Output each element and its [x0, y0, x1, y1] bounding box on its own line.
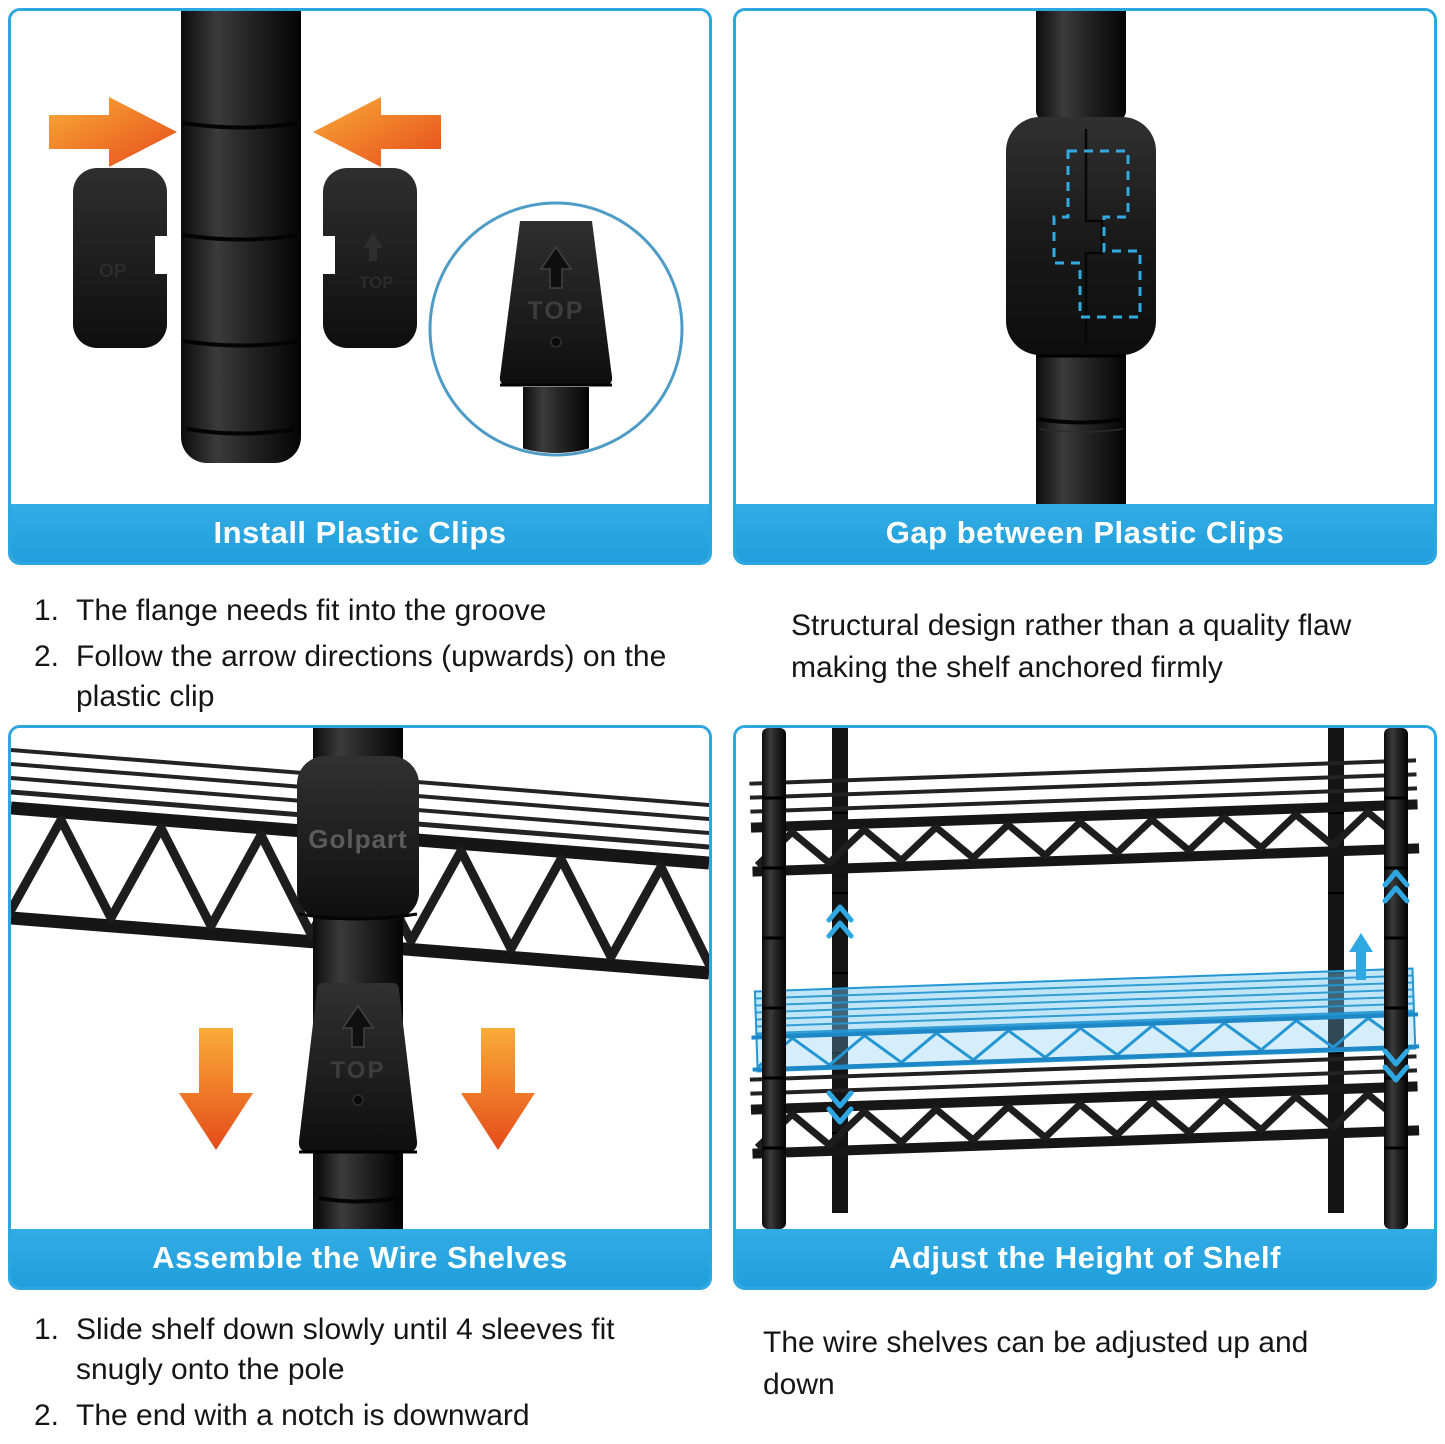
install-clips-notes: 1. The flange needs fit into the groove …: [8, 565, 712, 723]
lower-pole: [299, 1150, 417, 1229]
svg-text:TOP: TOP: [331, 1057, 386, 1084]
adjust-height-description: The wire shelves can be adjusted up and …: [763, 1326, 1309, 1401]
step-text: The end with a notch is downward: [76, 1399, 530, 1432]
up-arrow-emboss-icon: [341, 1004, 375, 1048]
gap-clips-card: Gap between Plastic Clips: [733, 8, 1437, 565]
step-text: The flange needs fit into the groove: [76, 594, 547, 627]
adjust-height-card: Adjust the Height of Shelf: [733, 725, 1437, 1290]
bottom-wire-shelf: [749, 1054, 1420, 1159]
chevron-down-icon: [826, 1090, 854, 1125]
install-clips-card: OP TOP TOP: [8, 8, 712, 565]
step-number: 2.: [34, 1399, 60, 1432]
step-number: 1.: [34, 594, 60, 627]
gap-clips-illustration: [1006, 11, 1156, 504]
panel-title: Install Plastic Clips: [11, 504, 709, 562]
panel-assemble-shelves: Golpart TOP: [8, 725, 712, 1444]
step-text: Slide shelf down slowly until 4 sleeves …: [76, 1313, 615, 1386]
install-clips-illustration: OP TOP TOP: [49, 11, 684, 463]
install-clips-art: OP TOP TOP: [11, 11, 709, 504]
chevron-up-icon: [1382, 869, 1410, 904]
top-wire-shelf: [749, 758, 1420, 877]
branded-sleeve: Golpart: [297, 756, 419, 921]
top-marking-inset: TOP: [428, 201, 684, 457]
adjust-direction-arrows: [826, 869, 1410, 1125]
step-number: 2.: [34, 640, 60, 673]
top-marked-sleeve: TOP: [298, 983, 418, 1152]
gap-highlight-dashed-outline: [1052, 149, 1142, 319]
panel-title: Adjust the Height of Shelf: [736, 1229, 1434, 1287]
step-text: Follow the arrow directions (upwards) on…: [76, 640, 667, 713]
front-right-pole: [1384, 728, 1408, 1229]
arrow-right-icon: [49, 97, 177, 167]
panel-gap-between-clips: Gap between Plastic Clips Structural des…: [733, 8, 1437, 725]
center-pole: [181, 11, 301, 463]
gap-clips-description: Structural design rather than a quality …: [791, 609, 1352, 684]
svg-text:Golpart: Golpart: [308, 824, 407, 854]
arrow-left-icon: [313, 97, 441, 167]
adjust-height-illustration: [749, 728, 1420, 1229]
instruction-step: 1. The flange needs fit into the groove: [34, 591, 698, 631]
panel-title: Assemble the Wire Shelves: [11, 1229, 709, 1287]
arrow-down-icon: [461, 1028, 535, 1150]
front-left-pole: [762, 728, 786, 1229]
panel-title: Gap between Plastic Clips: [736, 504, 1434, 562]
chevron-down-icon: [1382, 1048, 1410, 1083]
assemble-shelves-art: Golpart TOP: [11, 728, 709, 1229]
instruction-step: 2. Follow the arrow directions (upwards)…: [34, 637, 698, 717]
plastic-clip-left: OP: [73, 168, 167, 348]
adjust-height-art: [736, 728, 1434, 1229]
panel-install-plastic-clips: OP TOP TOP: [8, 8, 712, 725]
plastic-clip-right: TOP: [323, 168, 417, 348]
adjustable-shelf-highlight: [751, 967, 1420, 1073]
assemble-shelves-notes: 1. Slide shelf down slowly until 4 sleev…: [8, 1290, 712, 1442]
gap-clips-art: [736, 11, 1434, 504]
chevron-up-icon: [826, 904, 854, 939]
clip-seam: [1084, 129, 1104, 345]
panel-adjust-height: Adjust the Height of Shelf The wire shel…: [733, 725, 1437, 1444]
step-number: 1.: [34, 1313, 60, 1346]
svg-text:TOP: TOP: [359, 273, 394, 292]
assemble-shelves-card: Golpart TOP: [8, 725, 712, 1290]
arrow-up-icon: [1349, 933, 1373, 980]
instruction-step: 2. The end with a notch is downward: [34, 1396, 698, 1436]
svg-text:OP: OP: [99, 261, 127, 282]
pole-with-sleeve: [1006, 11, 1156, 504]
arrow-down-icon: [179, 1028, 253, 1150]
instruction-step: 1. Slide shelf down slowly until 4 sleev…: [34, 1310, 698, 1390]
svg-text:TOP: TOP: [528, 297, 585, 325]
up-arrow-emboss-icon: [539, 245, 573, 289]
assemble-shelves-illustration: Golpart TOP: [11, 728, 709, 1229]
